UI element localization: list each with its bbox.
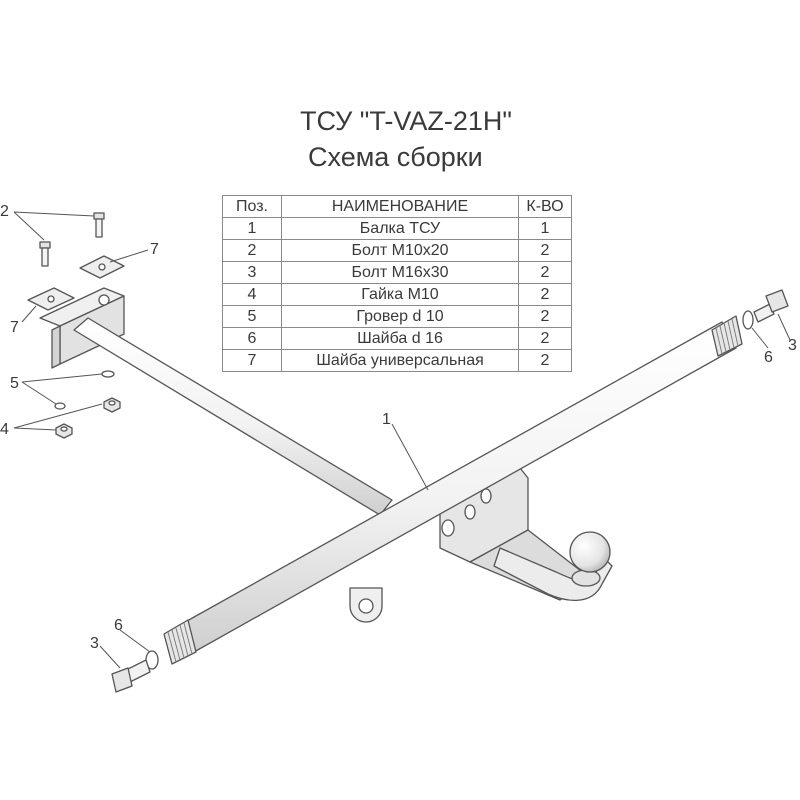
main-beam (177, 321, 737, 653)
callout-lock-washer: 5 (10, 375, 19, 392)
diagram-title: ТСУ "T-VAZ-21H" (300, 106, 512, 136)
callout-bolt-m10: 2 (0, 203, 9, 220)
callout-nut-m10: 4 (0, 421, 9, 438)
row-name: Болт М10х20 (281, 239, 519, 262)
small-bolt-left (39, 241, 51, 267)
right-bolt (753, 289, 789, 323)
tow-ball (569, 531, 611, 587)
small-bolt-top (93, 212, 105, 238)
lock-washer-1 (101, 370, 115, 378)
nut-1 (103, 397, 121, 413)
callout-bolt-m16-left: 3 (90, 635, 99, 652)
right-splined-end (711, 315, 743, 357)
callout-bolt-m16-right: 3 (788, 337, 797, 354)
row-name: Шайба универсальная (281, 349, 519, 372)
leader-lines (13, 211, 791, 669)
callout-washer-d16-left: 6 (114, 617, 123, 634)
callout-universal-washer-left: 7 (10, 319, 19, 336)
universal-washer-left (27, 287, 75, 311)
row-position: 7 (222, 349, 282, 372)
row-name: Шайба d 16 (281, 327, 519, 350)
row-quantity: 2 (518, 349, 572, 372)
row-quantity: 2 (518, 305, 572, 328)
parts-table-header: Поз. НАИМЕНОВАНИЕ К-ВО (222, 195, 572, 218)
callout-universal-washer-right: 7 (150, 241, 159, 258)
header-position: Поз. (222, 195, 282, 218)
callout-beam: 1 (382, 411, 391, 428)
diagram-subtitle: Схема сборки (308, 142, 483, 172)
callout-washer-d16-right: 6 (764, 349, 773, 366)
lock-washer-2 (54, 402, 66, 410)
nut-2 (55, 423, 73, 439)
beam-left-arm (73, 317, 393, 516)
row-name: Гровер d 10 (281, 305, 519, 328)
left-bolt (111, 659, 151, 693)
left-splined-end (163, 619, 197, 665)
right-washer (742, 310, 754, 330)
